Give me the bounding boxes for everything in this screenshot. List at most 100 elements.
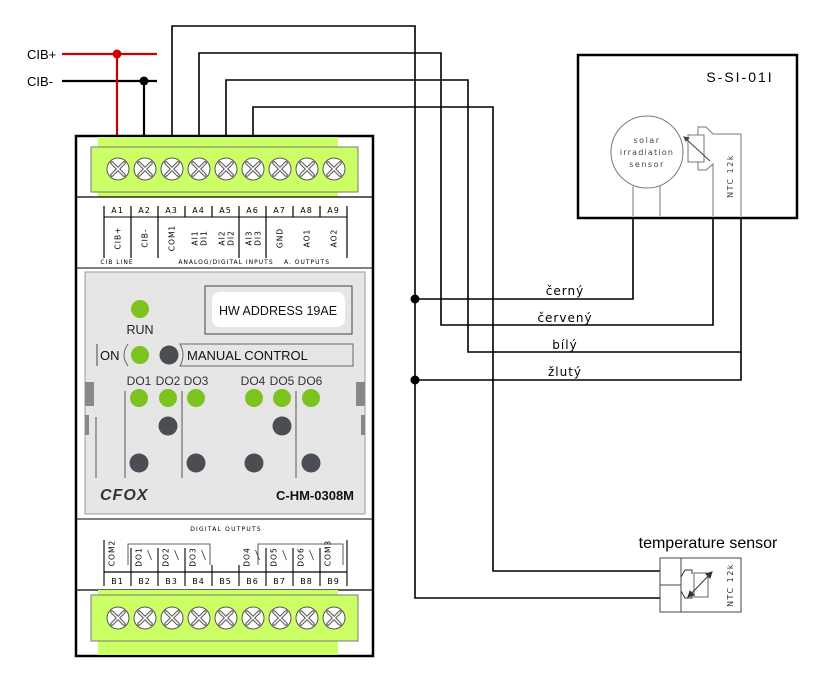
temp-sensor-title: temperature sensor bbox=[639, 535, 778, 552]
solar-sensor-title: S-SI-01I bbox=[706, 69, 773, 85]
terminal-label-a4: DI1 bbox=[200, 230, 209, 246]
terminal-id-b2: B2 bbox=[138, 577, 151, 586]
wire-label-cerny: černý bbox=[546, 284, 584, 298]
terminal-label-b2: DO1 bbox=[135, 547, 144, 566]
terminal-label-b3: DO2 bbox=[162, 547, 171, 566]
top-screw-terminal[interactable] bbox=[241, 157, 265, 181]
bottom-screw-terminal[interactable] bbox=[160, 606, 184, 630]
do5-button[interactable] bbox=[272, 416, 292, 436]
terminal-label-a2: CIB- bbox=[141, 228, 150, 247]
terminal-label-a7: GND bbox=[276, 228, 285, 248]
terminal-label-a5: AI2 bbox=[218, 230, 227, 245]
top-screw-terminal[interactable] bbox=[322, 157, 346, 181]
do1-label: DO1 bbox=[127, 374, 152, 388]
terminal-label-b9: COM3 bbox=[324, 540, 333, 566]
terminal-id-b8: B8 bbox=[300, 577, 313, 586]
terminal-label-b6: DO4 bbox=[243, 547, 252, 566]
do5-led bbox=[273, 389, 291, 407]
terminal-label-a1: CIB+ bbox=[114, 227, 123, 250]
wire-label-bily: bílý bbox=[552, 338, 577, 352]
wire-zluty bbox=[415, 352, 742, 381]
temp-ntc-resistor-icon bbox=[680, 569, 713, 599]
run-label: RUN bbox=[126, 323, 153, 337]
terminal-label-a3: COM1 bbox=[168, 225, 177, 251]
wire-a6 bbox=[252, 106, 663, 572]
terminal-id-b3: B3 bbox=[165, 577, 178, 586]
terminal-id-b1: B1 bbox=[111, 577, 124, 586]
terminal-label-b8: DO6 bbox=[297, 547, 306, 566]
bottom-screw-terminal[interactable] bbox=[187, 606, 211, 630]
bottom-screw-terminal[interactable] bbox=[106, 606, 130, 630]
cib-plus-junction bbox=[112, 49, 122, 59]
on-label: ON bbox=[100, 348, 120, 363]
hw-address-frame bbox=[204, 285, 353, 335]
manual-control-label: MANUAL CONTROL bbox=[187, 348, 308, 363]
wire-a3 bbox=[171, 25, 663, 599]
on-led bbox=[131, 346, 149, 364]
wire-a5 bbox=[225, 79, 742, 353]
bottom-screw-terminal[interactable] bbox=[241, 606, 265, 630]
do3-label: DO3 bbox=[184, 374, 209, 388]
do5-label: DO5 bbox=[270, 374, 295, 388]
terminal-id-a8: A8 bbox=[300, 206, 313, 215]
terminal-id-a4: A4 bbox=[192, 206, 205, 215]
side-clip bbox=[85, 415, 89, 435]
solar-sensor-text-1: solar bbox=[634, 136, 661, 145]
solar-sensor-unit: S-SI-01I solar irradiation sensor NTC 12… bbox=[576, 53, 799, 220]
terminal-id-a3: A3 bbox=[165, 206, 178, 215]
hw-address: HW ADDRESS 19AE bbox=[219, 304, 337, 318]
do4-led bbox=[245, 389, 263, 407]
top-screw-terminal[interactable] bbox=[187, 157, 211, 181]
temp-ntc-label: NTC 12k bbox=[726, 563, 735, 607]
do3-led bbox=[187, 389, 205, 407]
side-clip bbox=[85, 382, 94, 406]
bottom-screw-terminal[interactable] bbox=[295, 606, 319, 630]
do4-button[interactable] bbox=[244, 453, 264, 473]
top-screw-terminal[interactable] bbox=[214, 157, 238, 181]
do1-led bbox=[130, 389, 148, 407]
group-label-digital-outputs: DIGITAL OUTPUTS bbox=[190, 526, 262, 533]
manual-control-button[interactable] bbox=[159, 345, 179, 365]
terminal-id-a1: A1 bbox=[111, 206, 124, 215]
do6-button[interactable] bbox=[301, 453, 321, 473]
terminal-label-a4: AI1 bbox=[191, 230, 200, 245]
group-label-analog-digital-inputs: ANALOG/DIGITAL INPUTS bbox=[178, 259, 273, 266]
side-clip bbox=[356, 382, 365, 406]
do1-button[interactable] bbox=[129, 453, 149, 473]
bottom-screw-terminal[interactable] bbox=[268, 606, 292, 630]
terminal-id-b4: B4 bbox=[192, 577, 205, 586]
terminal-id-b6: B6 bbox=[246, 577, 259, 586]
bottom-screw-terminal[interactable] bbox=[133, 606, 157, 630]
terminal-label-a5: DI2 bbox=[227, 230, 236, 246]
do4-label: DO4 bbox=[241, 374, 266, 388]
junction-dot bbox=[410, 375, 420, 385]
top-screw-terminal[interactable] bbox=[106, 157, 130, 181]
top-screw-terminal[interactable] bbox=[268, 157, 292, 181]
top-screw-terminal[interactable] bbox=[160, 157, 184, 181]
bottom-screw-terminal[interactable] bbox=[214, 606, 238, 630]
terminal-id-b9: B9 bbox=[327, 577, 340, 586]
group-label-analog-outputs: A. OUTPUTS bbox=[284, 259, 330, 266]
do2-button[interactable] bbox=[158, 416, 178, 436]
terminal-id-a9: A9 bbox=[327, 206, 340, 215]
top-screw-terminal[interactable] bbox=[295, 157, 319, 181]
terminal-label-b4: DO3 bbox=[189, 547, 198, 566]
do6-label: DO6 bbox=[298, 374, 323, 388]
top-screw-terminal[interactable] bbox=[133, 157, 157, 181]
terminal-label-a6: AI3 bbox=[245, 230, 254, 245]
terminal-label-a6: DI3 bbox=[254, 230, 263, 246]
wire-cerny bbox=[415, 205, 634, 300]
terminal-label-a9: AO2 bbox=[330, 229, 339, 248]
bottom-screw-terminal[interactable] bbox=[322, 606, 346, 630]
ntc-resistor-icon bbox=[683, 126, 742, 216]
model-label: C-HM-0308M bbox=[276, 488, 354, 503]
terminal-label-b7: DO5 bbox=[270, 547, 279, 566]
do2-led bbox=[159, 389, 177, 407]
do3-button[interactable] bbox=[186, 453, 206, 473]
group-label-cib-line: CIB LINE bbox=[100, 259, 133, 266]
terminal-id-a7: A7 bbox=[273, 206, 286, 215]
terminal-id-a5: A5 bbox=[219, 206, 232, 215]
wire-a4 bbox=[198, 52, 714, 326]
